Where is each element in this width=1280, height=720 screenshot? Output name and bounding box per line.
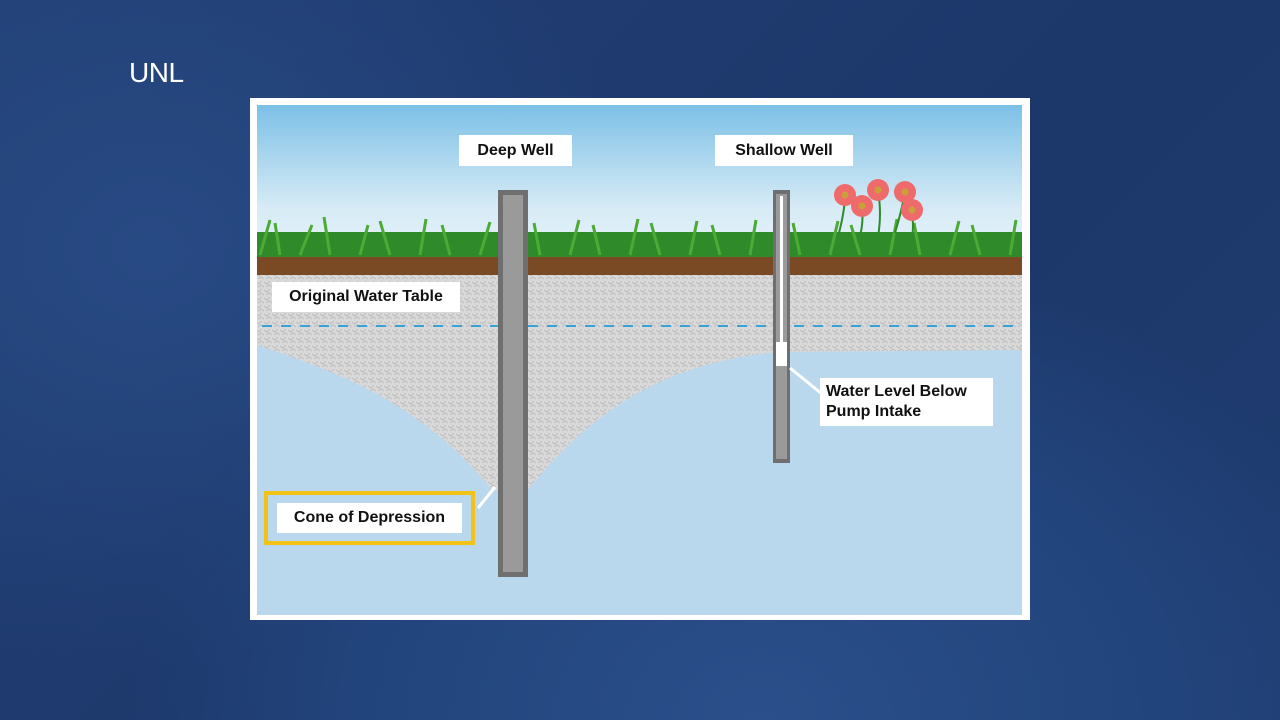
cone-of-depression-label: Cone of Depression bbox=[277, 503, 462, 533]
deep-well-label: Deep Well bbox=[459, 135, 572, 166]
shallow-well-label: Shallow Well bbox=[715, 135, 853, 166]
flowers-icon bbox=[834, 179, 923, 243]
grass bbox=[257, 216, 1022, 257]
cone-highlight-box bbox=[264, 491, 475, 545]
shallow-well-pipe bbox=[773, 190, 790, 463]
original-water-table-label: Original Water Table bbox=[272, 282, 460, 312]
pump-intake bbox=[776, 342, 787, 366]
deep-well-pipe bbox=[498, 190, 528, 577]
water-level-label: Water Level Below Pump Intake bbox=[820, 378, 993, 426]
water-level-label-line2: Pump Intake bbox=[826, 403, 922, 420]
water-level-leader-line bbox=[789, 366, 823, 396]
soil-layer bbox=[257, 255, 1022, 275]
water-level-label-line1: Water Level Below bbox=[826, 383, 967, 400]
unl-logo: UNL bbox=[129, 57, 184, 88]
cone-leader-line bbox=[476, 486, 497, 509]
